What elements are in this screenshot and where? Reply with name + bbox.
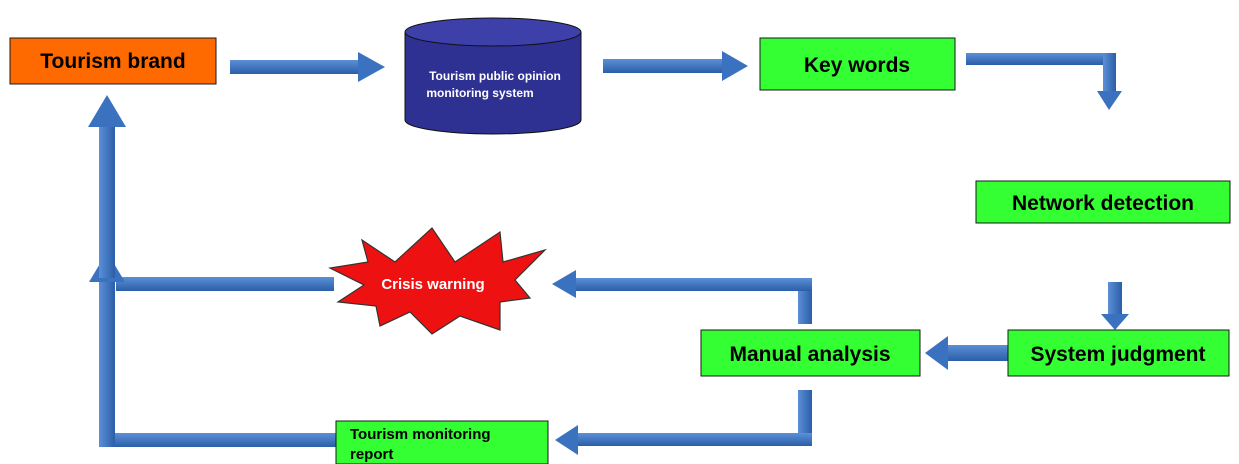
monitoring-system-label-line2: monitoring system	[426, 86, 533, 100]
arrow-manual-to-report	[555, 390, 812, 455]
arrow-keywords-to-network	[966, 53, 1122, 110]
arrow-crisis-to-trunk	[116, 277, 334, 291]
node-tourism-brand: Tourism brand	[9, 37, 217, 85]
arrow-network-to-judgment	[1101, 282, 1129, 330]
node-key-words: Key words	[759, 37, 956, 91]
arrow-trunk-to-brand	[88, 95, 126, 447]
manual-analysis-label: Manual analysis	[729, 343, 890, 366]
tourism-brand-label: Tourism brand	[40, 50, 185, 73]
node-monitoring-report: Tourism monitoring report	[335, 420, 549, 464]
node-system-judgment: System judgment	[1007, 329, 1230, 377]
node-crisis-warning: Crisis warning	[328, 227, 548, 335]
node-monitoring-system: Tourism public opinion monitoring system	[404, 17, 582, 135]
system-judgment-label: System judgment	[1030, 343, 1205, 366]
node-manual-analysis: Manual analysis	[700, 329, 921, 377]
network-detection-label: Network detection	[1012, 192, 1194, 215]
arrow-system-to-keywords	[603, 51, 748, 81]
arrow-judgment-to-manual	[925, 336, 1009, 370]
arrow-report-to-trunk	[100, 433, 336, 447]
monitoring-report-label-line1: Tourism monitoring	[350, 426, 491, 443]
monitoring-system-label-line1: Tourism public opinion	[429, 69, 561, 83]
key-words-label: Key words	[804, 54, 910, 77]
monitoring-report-label-line2: report	[350, 446, 393, 463]
arrow-brand-to-system	[230, 52, 385, 82]
node-network-detection: Network detection	[975, 180, 1231, 224]
arrow-manual-to-crisis	[552, 270, 812, 324]
crisis-warning-label: Crisis warning	[381, 276, 484, 293]
